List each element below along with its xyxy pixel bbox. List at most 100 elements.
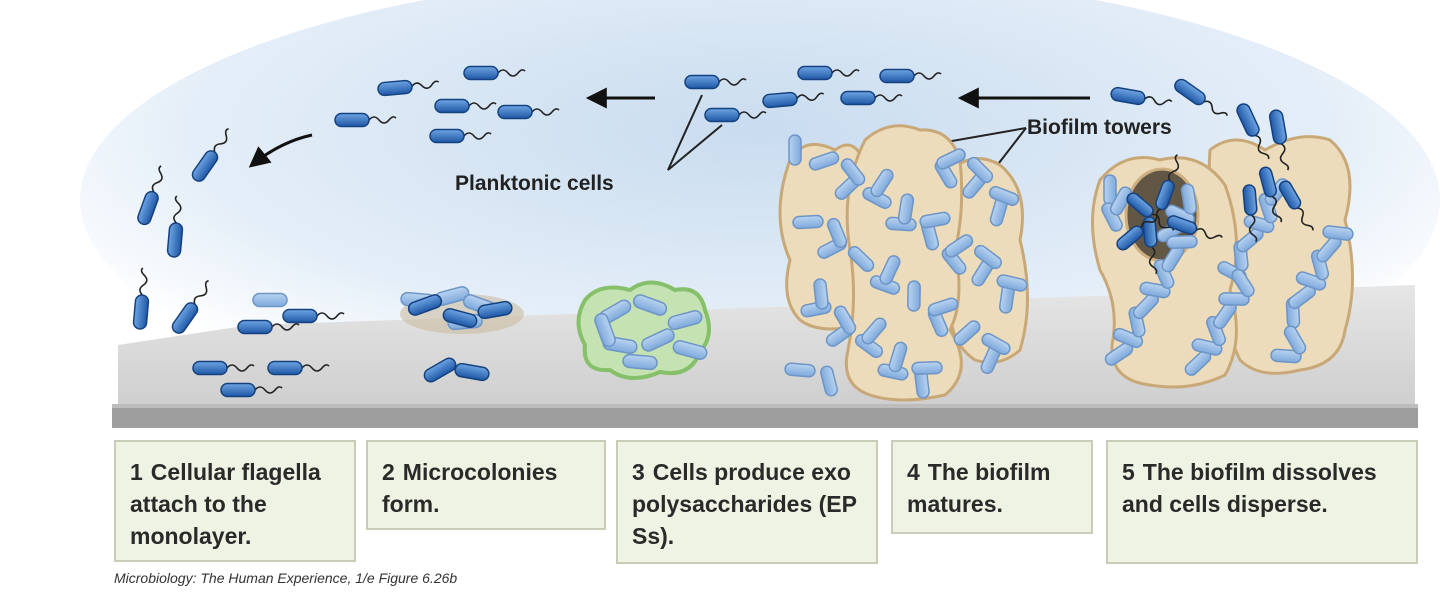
bacterium <box>282 308 345 324</box>
bacterium <box>1166 215 1223 240</box>
bacterium <box>407 294 443 316</box>
bacterium-embedded <box>974 244 1002 270</box>
bacterium-embedded <box>1322 225 1354 241</box>
planktonic-and-attached-cells <box>132 65 1314 398</box>
bacterium <box>1142 216 1158 275</box>
bacterium-embedded <box>641 328 675 352</box>
bacterium <box>1242 184 1258 243</box>
bacterium-embedded <box>966 156 994 184</box>
bacterium <box>267 360 330 376</box>
bacterium <box>237 319 300 335</box>
bacterium <box>1278 180 1314 231</box>
bacterium-embedded <box>847 245 875 273</box>
bacterium-embedded <box>672 340 708 360</box>
bacterium-embedded <box>944 234 974 258</box>
bacterium <box>1268 109 1290 171</box>
step-number: 1 <box>130 459 143 485</box>
bacterium-embedded <box>813 278 829 310</box>
step-number: 4 <box>907 459 920 485</box>
bacterium <box>1116 208 1161 251</box>
bacterium-embedded <box>826 217 848 249</box>
bacterium <box>1236 103 1270 160</box>
bacterium-embedded <box>1109 186 1133 216</box>
bacterium <box>166 195 184 258</box>
arrow-left-curve <box>248 133 313 168</box>
bacterium <box>477 300 513 320</box>
bacterium-embedded <box>792 214 824 230</box>
bacterium-embedded <box>1180 183 1198 215</box>
bacterium-embedded <box>936 148 966 170</box>
bacterium <box>1174 78 1228 116</box>
step-text: Cells produce exopolysaccharides (EPSs). <box>632 459 857 549</box>
bacterium-embedded <box>1243 214 1275 234</box>
label-planktonic-cells: Planktonic cells <box>455 172 614 195</box>
bacterium-embedded <box>1218 292 1250 306</box>
bacterium-embedded <box>1283 325 1307 355</box>
bacterium-embedded <box>911 360 943 376</box>
bacterium-embedded <box>840 158 866 186</box>
bacterium-embedded <box>907 280 921 312</box>
bacterium <box>1258 166 1283 223</box>
bacterium <box>434 98 497 114</box>
bacterium <box>1110 86 1173 106</box>
bacterium <box>442 308 478 328</box>
bacterium-embedded <box>1270 348 1302 364</box>
bacterium <box>192 360 255 376</box>
bacterium <box>797 65 860 81</box>
bacterium <box>191 128 229 182</box>
bacterium-embedded <box>953 320 981 346</box>
step-number: 5 <box>1122 459 1135 485</box>
bacterium-embedded <box>820 365 838 397</box>
bacterium <box>840 90 903 106</box>
bacterium-embedded <box>1231 268 1255 298</box>
bacterium-embedded <box>879 255 901 285</box>
bacterium <box>423 357 457 383</box>
bacterium-embedded <box>808 151 840 171</box>
bacterium-embedded <box>870 168 894 198</box>
step-number: 2 <box>382 459 395 485</box>
bacterium-embedded <box>919 211 951 229</box>
bacterium-embedded <box>833 305 857 335</box>
bacterium <box>220 382 283 398</box>
bacterium <box>454 362 490 382</box>
bacterium-embedded <box>988 186 1020 206</box>
bacterium <box>334 112 397 128</box>
pale-cells <box>252 134 1354 399</box>
step-text: The biofilm matures. <box>907 459 1051 517</box>
flow-arrows <box>248 87 1090 168</box>
bacterium <box>137 165 163 226</box>
bacterium <box>704 107 767 123</box>
bacterium-embedded <box>784 362 816 378</box>
bacterium-embedded <box>888 341 908 373</box>
bacterium-embedded <box>622 353 658 371</box>
bacterium-embedded <box>667 310 703 330</box>
figure-caption: Microbiology: The Human Experience, 1/e … <box>114 570 458 586</box>
bacterium <box>684 74 747 90</box>
bacterium <box>377 79 440 97</box>
bacterium-embedded <box>788 134 802 166</box>
bacterium-embedded <box>1166 234 1198 250</box>
step-text: The biofilm dissolves and cells disperse… <box>1122 459 1377 517</box>
bacterium-embedded <box>897 193 915 225</box>
label-biofilm-towers: Biofilm towers <box>1027 116 1172 139</box>
bacterium <box>762 91 825 109</box>
bacterium-embedded <box>632 294 668 316</box>
bacterium-embedded <box>996 274 1028 292</box>
bacterium-embedded <box>1112 327 1144 349</box>
step-text: Microcolonies form. <box>382 459 558 517</box>
bacterium <box>879 68 942 84</box>
bacterium <box>463 65 526 81</box>
step-number: 3 <box>632 459 645 485</box>
bacterium-embedded <box>594 312 616 348</box>
bacterium <box>171 280 209 334</box>
bacterium <box>429 128 492 144</box>
bacterium <box>132 267 150 330</box>
bacterium-embedded <box>252 292 288 308</box>
bacterium-embedded <box>927 297 959 317</box>
bacterium-embedded <box>1295 271 1327 291</box>
